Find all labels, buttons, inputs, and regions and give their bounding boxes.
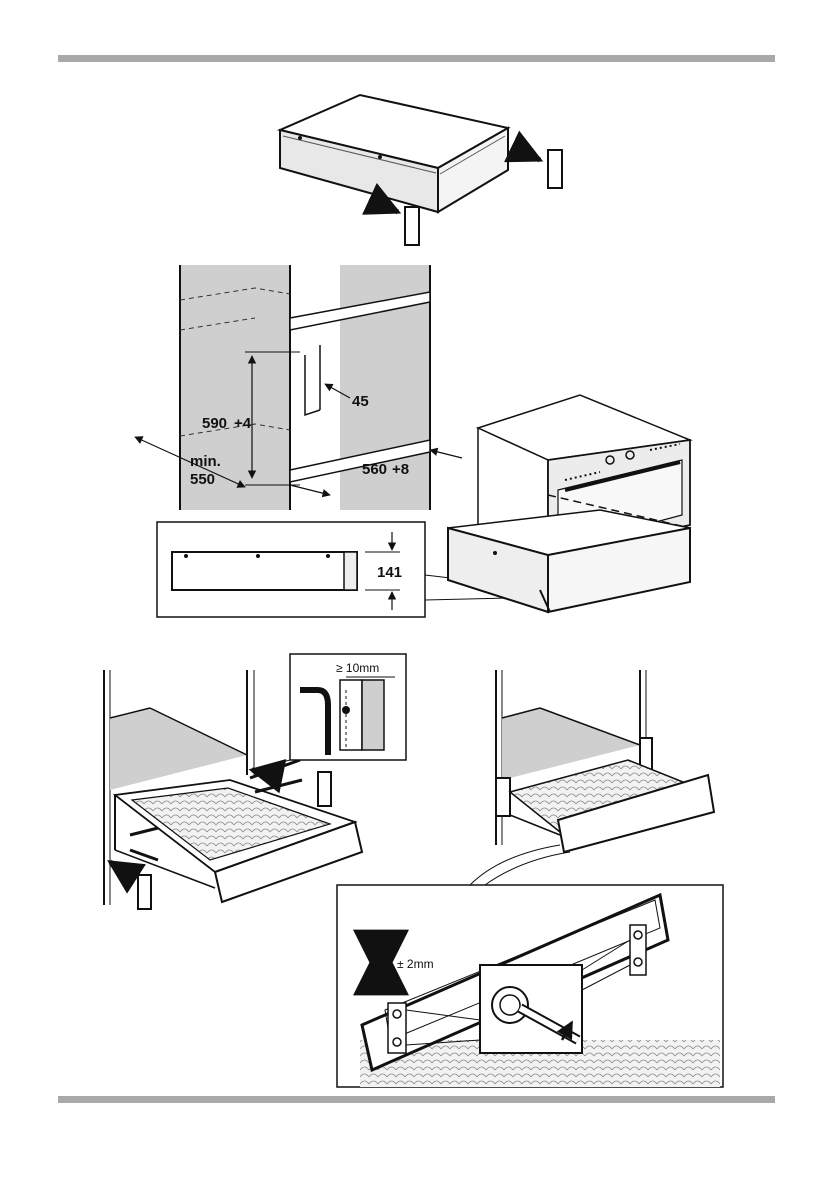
dim-depth-45: 45 — [352, 393, 369, 410]
figure-front-height-adjustment: ± 2mm — [337, 885, 723, 1087]
dim-min-value: 550 — [190, 471, 215, 488]
figure-drawer-unit-spacers — [280, 95, 562, 245]
figure-fix-drawer-screws: ≥ 10mm — [104, 654, 406, 909]
spacer-block-left — [405, 207, 419, 245]
dim-width-560: 560 — [362, 461, 387, 478]
drawer-unit-under-oven — [448, 510, 690, 612]
screw-icon — [130, 850, 158, 860]
spacer-block-icon — [138, 875, 151, 909]
dim-front-height-141: 141 — [377, 564, 402, 581]
arrow-right-icon — [515, 148, 540, 160]
arrow-right-icon — [372, 200, 398, 212]
arrow-left-icon — [110, 862, 135, 878]
dim-height-590-tolerance: +4 — [234, 415, 252, 432]
cabinet-back-shade — [110, 708, 247, 790]
screw-icon — [255, 780, 302, 792]
figure-cabinet-niche-dimensions: 590 +4 45 min. 550 560 +8 141 — [135, 265, 690, 617]
dim-width-560-tolerance: +8 — [392, 461, 409, 478]
dim-height-590: 590 — [202, 415, 227, 432]
gap-min-10mm-label: ≥ 10mm — [336, 661, 379, 675]
spacer-block-icon — [318, 772, 331, 806]
adjust-tolerance-label: ± 2mm — [397, 957, 434, 971]
screw-icon — [130, 828, 158, 835]
dim-min-label: min. — [190, 453, 221, 470]
spacer-block-right — [548, 150, 562, 188]
figure-drawer-installed — [470, 670, 714, 885]
